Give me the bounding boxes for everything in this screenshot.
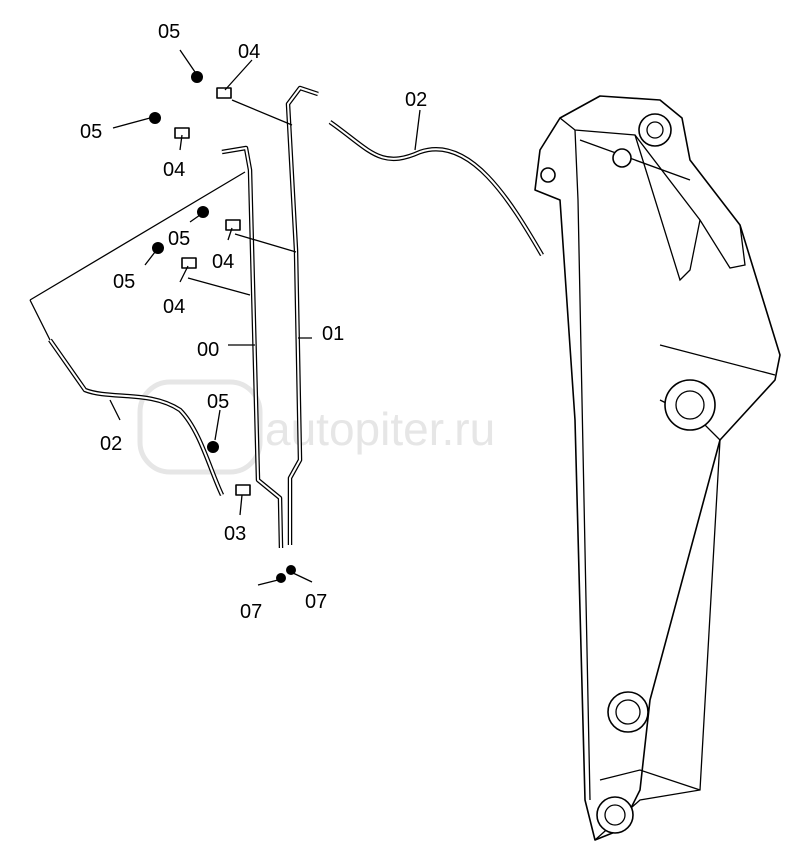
label-05: 05: [168, 228, 190, 250]
leader-lines: [29, 49, 421, 586]
part-labels: 05 04 05 04 02 05 04 05 04 00 01 05 02 0…: [80, 21, 427, 623]
boom: [534, 95, 781, 841]
label-05: 05: [158, 21, 180, 43]
watermark: autopiter.ru: [137, 379, 495, 475]
label-01: 01: [322, 323, 344, 345]
label-04: 04: [212, 251, 234, 273]
watermark-text: autopiter.ru: [265, 403, 495, 455]
label-05: 05: [113, 271, 135, 293]
label-04: 04: [238, 41, 260, 63]
fasteners: [149, 71, 296, 583]
label-03: 03: [224, 523, 246, 545]
pipe-00: [221, 145, 284, 549]
label-07: 07: [305, 591, 327, 613]
hose-02-right: [328, 120, 544, 257]
label-05: 05: [207, 391, 229, 413]
label-02: 02: [405, 89, 427, 111]
label-00: 00: [197, 339, 219, 361]
pipe-01: [285, 85, 319, 545]
label-05: 05: [80, 121, 102, 143]
label-04: 04: [163, 296, 185, 318]
label-02: 02: [100, 433, 122, 455]
hose-02-left: [48, 338, 225, 496]
label-04: 04: [163, 159, 185, 181]
label-07: 07: [240, 601, 262, 623]
